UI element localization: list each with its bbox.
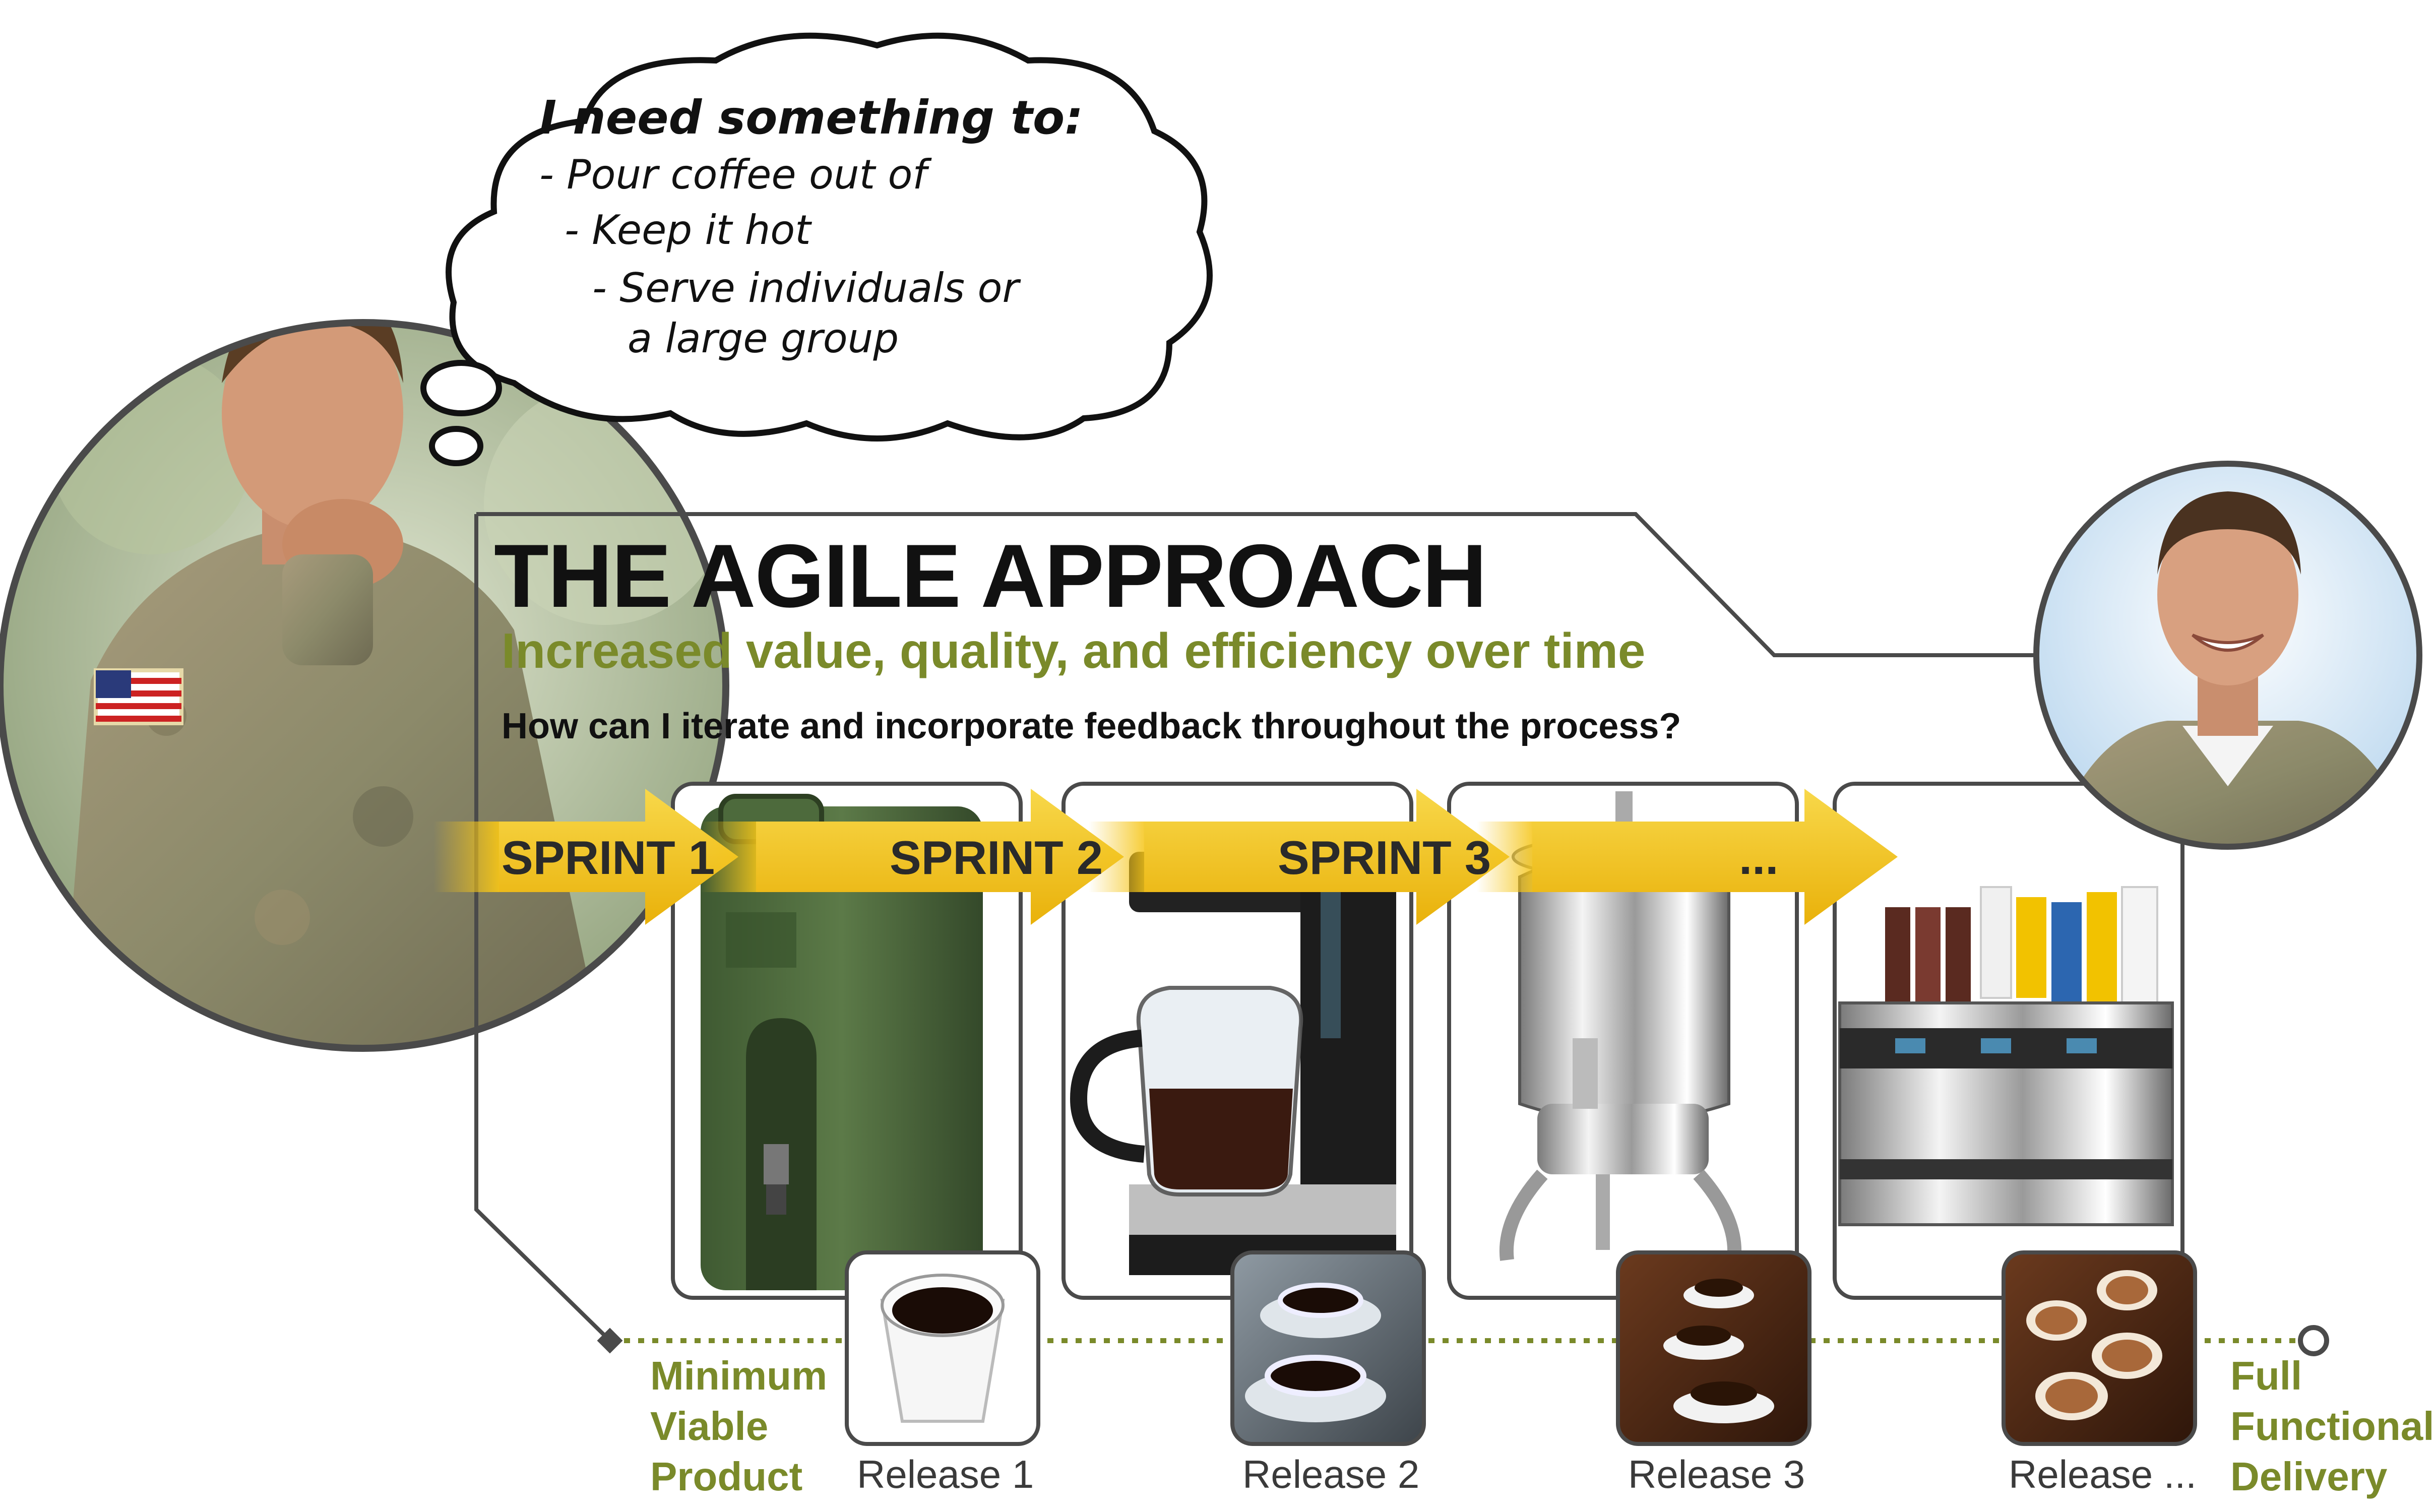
thought-line-1: - Pour coffee out of bbox=[539, 151, 927, 198]
release-label-2: Release 2 bbox=[1242, 1452, 1420, 1496]
cup-tile-1 bbox=[845, 1250, 1040, 1446]
sprint-arrow-3 bbox=[1144, 789, 1510, 925]
sprint-arrow-4 bbox=[1532, 789, 1898, 925]
sprint-label-4: ... bbox=[1739, 831, 1779, 884]
thought-bubble bbox=[420, 32, 1213, 466]
sprint-label-3: SPRINT 3 bbox=[1278, 831, 1491, 884]
sprint-label-2: SPRINT 2 bbox=[890, 831, 1103, 884]
cup-tile-4 bbox=[2002, 1250, 2197, 1446]
main-frame bbox=[474, 512, 2046, 1340]
person-left-photo bbox=[0, 319, 729, 1052]
timeline-start-line-3: Product bbox=[650, 1454, 803, 1499]
release-label-3: Release 3 bbox=[1628, 1452, 1805, 1496]
timeline-end-line-3: Delivery bbox=[2230, 1454, 2388, 1499]
timeline-end-line-2: Functional bbox=[2230, 1404, 2434, 1448]
product-box-4 bbox=[1833, 782, 2184, 1300]
cup-tile-3 bbox=[1616, 1250, 1812, 1446]
thought-line-4: a large group bbox=[628, 315, 899, 362]
timeline-end-label: Full Functional Delivery bbox=[2230, 1351, 2434, 1502]
timeline-start-label: Minimum Viable Product bbox=[650, 1351, 827, 1502]
person-right-photo bbox=[2033, 461, 2422, 850]
page-title: THE AGILE APPROACH bbox=[494, 526, 1487, 626]
page-subtitle: Increased value, quality, and efficiency… bbox=[502, 623, 1646, 678]
thought-heading: I need something to: bbox=[539, 91, 1084, 145]
timeline-end-marker bbox=[2298, 1325, 2329, 1356]
thought-line-3: - Serve individuals or bbox=[592, 265, 1019, 311]
thought-line-2: - Keep it hot bbox=[565, 207, 811, 254]
page-question: How can I iterate and incorporate feedba… bbox=[502, 706, 1681, 746]
cup-tile-2 bbox=[1230, 1250, 1426, 1446]
release-label-1: Release 1 bbox=[857, 1452, 1034, 1496]
timeline-start-line-1: Minimum bbox=[650, 1353, 828, 1398]
product-box-1 bbox=[671, 782, 1023, 1300]
timeline-start-line-2: Viable bbox=[650, 1404, 769, 1448]
sprint-arrow-2 bbox=[756, 789, 1124, 925]
sprint-arrows bbox=[433, 789, 1898, 925]
timeline-end-line-1: Full bbox=[2230, 1353, 2302, 1398]
sprint-label-1: SPRINT 1 bbox=[502, 831, 715, 884]
sprint-arrow-1 bbox=[499, 789, 738, 925]
release-label-4: Release ... bbox=[2009, 1452, 2197, 1496]
